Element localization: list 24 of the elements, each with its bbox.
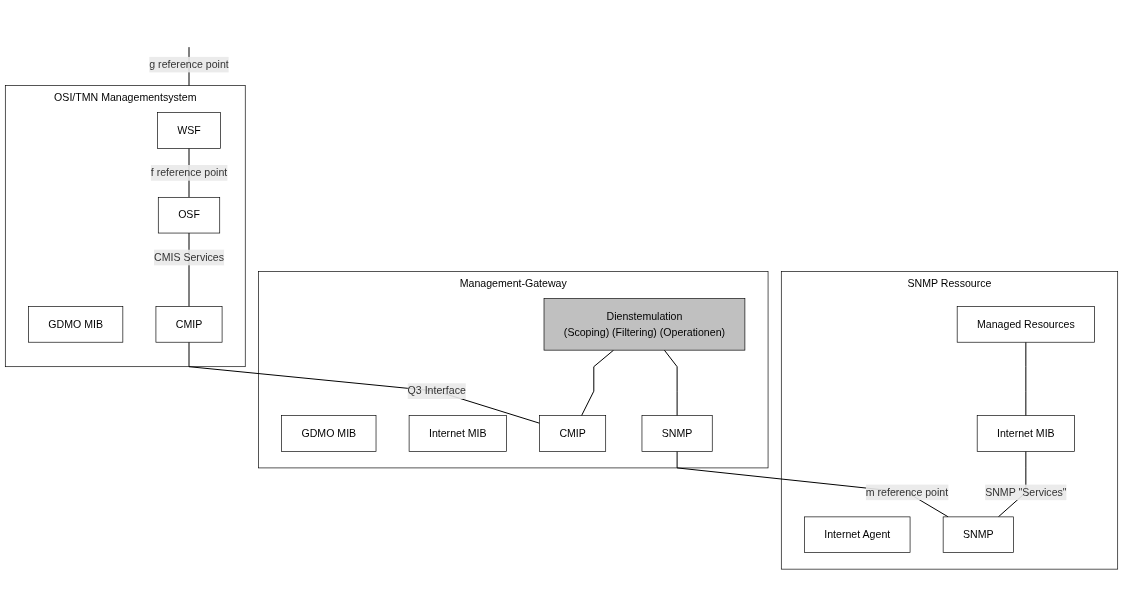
node-box: OSF [157,197,221,234]
node-box: CMIP [539,415,607,452]
edge-label: SNMP "Services" [985,486,1067,498]
connector [188,342,541,424]
node-box: WSF [157,112,221,149]
edge-label: m reference point [865,486,949,498]
node-box: GDMO MIB [281,415,377,452]
connector [676,451,949,518]
node-box: Internet MIB [976,415,1075,452]
edge-label: f reference point [150,167,228,179]
node-box: Dienstemulation (Scoping) (Filtering) (Operationen) [543,298,746,351]
node-box: SNMP [641,415,713,452]
edge-label: CMIS Services [154,251,224,264]
connector [663,349,678,417]
connector [1025,342,1027,417]
edge-label: Q3 Interface [407,385,466,397]
node-box: Internet Agent [804,516,911,554]
node-box: CMIP [155,306,223,343]
edge-label: g reference point [149,59,229,71]
node-box: Managed Resources [956,306,1095,343]
connector [581,349,615,417]
node-box: Internet MIB [408,415,507,452]
node-box: GDMO MIB [28,306,124,343]
node-box: SNMP [942,516,1014,554]
